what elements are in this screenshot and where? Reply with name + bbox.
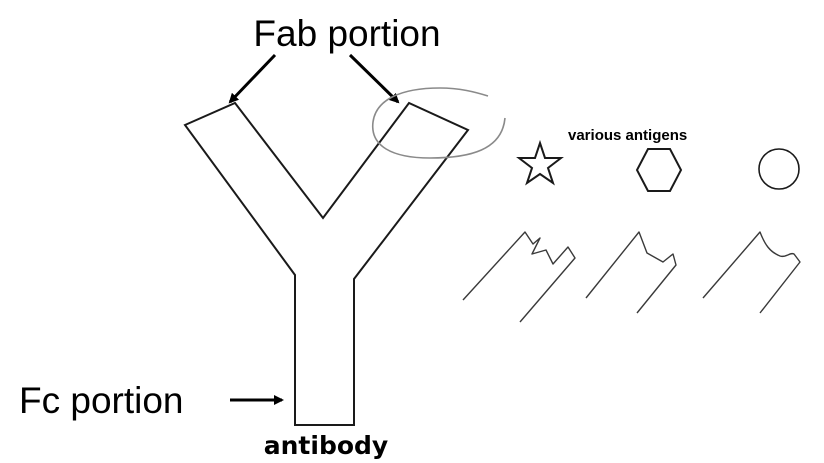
- receptor-hexagon-notch: [586, 232, 676, 313]
- various-antigens-label: various antigens: [568, 127, 687, 144]
- antibody-y-shape: [185, 103, 468, 425]
- fab-portion-label: Fab portion: [253, 13, 440, 54]
- fc-portion-label: Fc portion: [19, 380, 184, 421]
- antibody-label: antibody: [264, 431, 388, 460]
- star-antigen: [519, 143, 561, 183]
- circle-antigen: [759, 149, 799, 189]
- receptor-circle-notch: [703, 232, 800, 313]
- fab-arrow-left: [230, 55, 275, 102]
- fab-arrow-right: [350, 55, 398, 102]
- hexagon-antigen: [637, 149, 681, 191]
- receptor-star-notch: [463, 232, 575, 322]
